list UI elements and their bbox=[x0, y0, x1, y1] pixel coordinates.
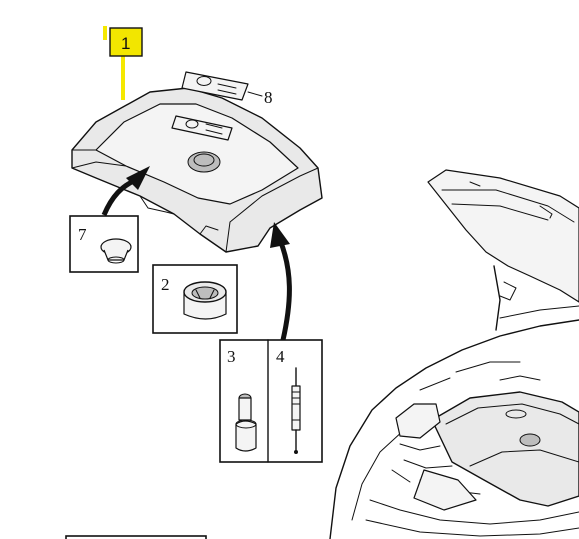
arrow-7 bbox=[101, 166, 150, 216]
callout-7-label: 7 bbox=[78, 225, 87, 244]
callout-8-leader bbox=[247, 91, 263, 97]
callout-1-box bbox=[109, 27, 143, 57]
stud-pin-icon bbox=[291, 367, 301, 454]
engine-bay-logo bbox=[505, 409, 527, 419]
rubber-mount-icon bbox=[183, 281, 227, 320]
emblem-circle bbox=[196, 76, 212, 86]
bottom-partial-frame bbox=[65, 535, 207, 539]
callout-2-label: 2 bbox=[161, 275, 170, 294]
engine-bay-detail bbox=[419, 361, 541, 391]
cover-logo bbox=[171, 115, 233, 141]
part-2-box[interactable]: 2 bbox=[152, 264, 238, 334]
callout-4-label: 4 bbox=[276, 347, 285, 366]
engine-cover-side-ridge bbox=[71, 149, 127, 169]
car-windshield-base bbox=[499, 305, 579, 319]
engine-cover-ridge bbox=[225, 167, 319, 253]
engine-bay-cover bbox=[431, 391, 579, 507]
engine-bay-oil-cap bbox=[519, 433, 541, 447]
engine-bay-cover-top bbox=[445, 403, 579, 467]
arrow-3-4 bbox=[270, 222, 292, 341]
engine-bay-front bbox=[369, 499, 579, 525]
engine-bay-reservoir bbox=[395, 403, 441, 439]
hood-strut bbox=[493, 265, 501, 331]
oil-cap-inner bbox=[193, 153, 215, 167]
callout-3-label: 3 bbox=[227, 347, 236, 366]
hood bbox=[427, 169, 579, 303]
hood-hinge bbox=[499, 281, 517, 301]
hood-latch bbox=[469, 181, 553, 219]
hood-inner bbox=[441, 189, 575, 223]
engine-bay-grille bbox=[365, 519, 579, 537]
part-3-4-box[interactable]: 3 4 bbox=[219, 339, 323, 463]
emblem-part-8[interactable]: 8 bbox=[181, 71, 273, 107]
engine-bay-intake bbox=[413, 469, 477, 511]
car-front bbox=[329, 169, 579, 539]
callout-1-label: 1 bbox=[121, 34, 130, 53]
engine-cover bbox=[71, 87, 323, 253]
callout-8-label: 8 bbox=[264, 88, 273, 107]
grommet-icon bbox=[100, 238, 132, 264]
bolt-sleeve-icon bbox=[235, 393, 257, 452]
oil-cap bbox=[187, 151, 221, 173]
engine-bay-hoses bbox=[391, 443, 481, 495]
engine-cover-bottom-edge bbox=[139, 195, 219, 235]
car-body-outline bbox=[329, 319, 579, 539]
callout-1[interactable]: 1 bbox=[109, 27, 143, 57]
emblem-letters bbox=[217, 83, 237, 95]
part-7-box[interactable]: 7 bbox=[69, 215, 139, 273]
